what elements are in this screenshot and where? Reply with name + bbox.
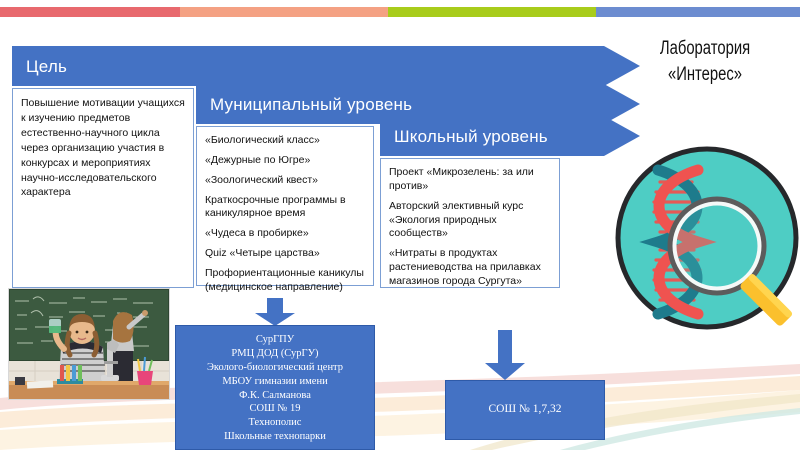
- list-item: Проект «Микрозелень: за или против»: [389, 166, 534, 192]
- page-title: Лаборатория «Интерес»: [632, 36, 777, 87]
- banner-goal: Цель: [12, 46, 640, 86]
- title-line-1: Лаборатория: [659, 38, 751, 59]
- list-item: «Дежурные по Югре»: [205, 153, 311, 166]
- color-band-red: [0, 7, 180, 17]
- partner-line: СОШ № 19: [249, 403, 301, 415]
- color-band-peach: [179, 7, 389, 17]
- banner-school: Школьный уровень: [380, 116, 640, 156]
- municipal-list-box: «Биологический класс» «Дежурные по Югре»…: [196, 126, 374, 293]
- goal-text: Повышение мотивации учащихся к изучению …: [21, 97, 185, 199]
- arrow-down-to-schools: [485, 330, 525, 380]
- schools-box: СОШ № 1,7,32: [445, 380, 605, 440]
- list-item: Профориентационные каникулы (медицинское…: [205, 267, 364, 293]
- partner-line: МБОУ гимназии имени: [222, 375, 328, 387]
- partner-line: Школьные технопарки: [224, 431, 326, 443]
- banner-municipal-label: Муниципальный уровень: [210, 94, 413, 114]
- partner-line: Эколого-биологический центр: [206, 361, 344, 373]
- partner-line: РМЦ ДОД (СурГУ): [231, 347, 319, 359]
- partners-box: СурГПУ РМЦ ДОД (СурГУ) Эколого-биологиче…: [175, 325, 375, 450]
- list-item: Авторский элективный курс «Экология прир…: [389, 199, 524, 240]
- list-item: Краткосрочные программы в каникулярное в…: [205, 193, 346, 220]
- banner-goal-label: Цель: [26, 56, 68, 76]
- partner-line: Ф.К. Салманова: [239, 389, 311, 401]
- list-item: «Биологический класс»: [205, 134, 320, 146]
- color-band-green: [388, 7, 597, 17]
- banner-school-label: Школьный уровень: [394, 126, 548, 146]
- school-list-box: Проект «Микрозелень: за или против» Авто…: [380, 158, 560, 288]
- arrow-down-to-partners: [255, 298, 295, 326]
- dna-magnifier-illustration: [615, 146, 799, 330]
- science-classroom-photo: [8, 288, 170, 400]
- schools-line: СОШ № 1,7,32: [488, 403, 562, 416]
- color-band-blue: [596, 7, 800, 17]
- list-item: «Зоологический квест»: [205, 173, 319, 186]
- list-item: Quiz «Четыре царства»: [205, 247, 320, 260]
- top-color-bar: [0, 7, 800, 17]
- list-item: «Нитраты в продуктах растениеводства на …: [389, 247, 541, 288]
- title-line-2: «Интерес»: [667, 63, 743, 85]
- goal-text-box: Повышение мотивации учащихся к изучению …: [12, 88, 194, 288]
- partner-line: Технополис: [248, 417, 302, 429]
- partner-line: СурГПУ: [255, 333, 295, 345]
- list-item: «Чудеса в пробирке»: [205, 227, 309, 240]
